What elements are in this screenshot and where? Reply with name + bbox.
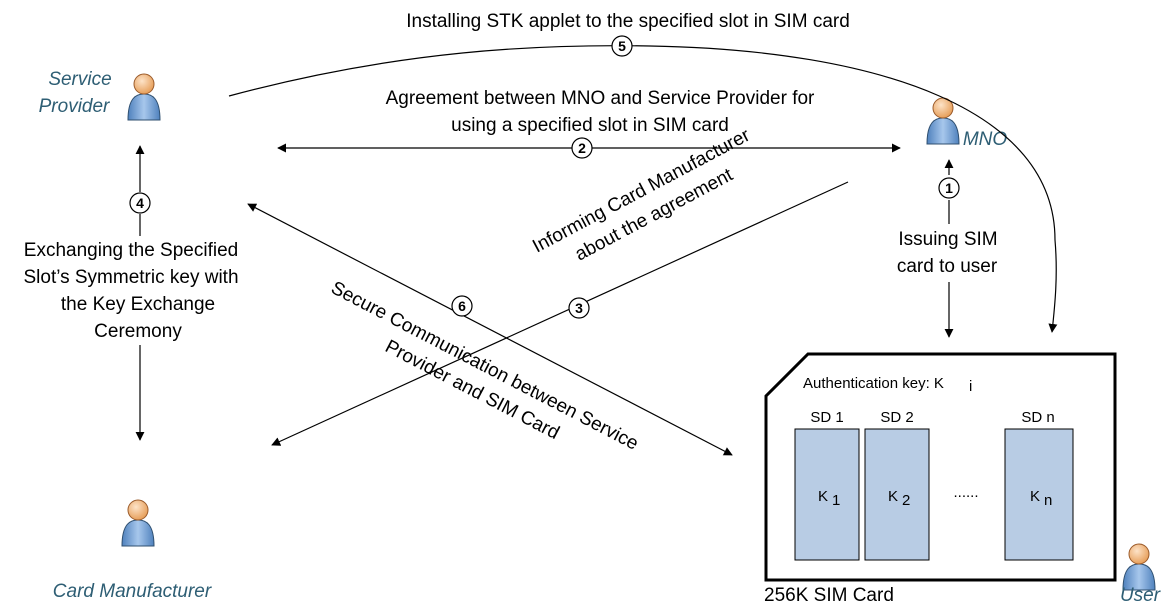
sd2-box	[864, 428, 930, 561]
card-manufacturer-actor: Card Manufacturer	[53, 499, 212, 602]
mno-person-icon	[926, 97, 960, 145]
svg-text:2: 2	[578, 140, 586, 156]
svg-text:1: 1	[945, 180, 953, 196]
sd1-box	[794, 428, 860, 561]
sd1-key: K	[818, 488, 828, 505]
sd-ellipsis: ......	[953, 484, 978, 501]
card-manufacturer-label: Card Manufacturer	[53, 581, 212, 602]
mno-actor: MNO	[926, 97, 1008, 150]
svg-text:3: 3	[575, 300, 583, 316]
step1-label-line2: card to user	[897, 256, 998, 277]
step6-arrow	[247, 203, 733, 456]
svg-text:5: 5	[618, 38, 626, 54]
sd1-title: SD 1	[810, 409, 843, 426]
sdn-key: K	[1030, 488, 1040, 505]
step4-label-line1: Exchanging the Specified	[24, 240, 238, 261]
svg-text:6: 6	[458, 298, 466, 314]
step6-label: Secure Communication between Service Pro…	[327, 278, 641, 455]
step4-label-line4: Ceremony	[94, 321, 182, 342]
step6-badge: 6	[451, 295, 473, 317]
step3-badge: 3	[568, 297, 590, 319]
user-person-icon	[1122, 543, 1156, 591]
step2-badge: 2	[571, 137, 593, 159]
service-provider-label-line2: Provider	[39, 96, 110, 117]
sd1-key-subscript: 1	[832, 492, 840, 509]
sdn-key-subscript: n	[1044, 492, 1052, 509]
sim-card: Authentication key: K i SD 1 K 1 SD 2 K …	[764, 352, 1117, 582]
auth-key-label: Authentication key: K	[803, 375, 944, 392]
user-label: User	[1120, 585, 1161, 606]
mno-label: MNO	[963, 129, 1008, 150]
step4-label-line3: the Key Exchange	[61, 294, 215, 315]
sdn-title: SD n	[1021, 409, 1054, 426]
step5-badge: 5	[611, 35, 633, 57]
step1-label-line1: Issuing SIM	[898, 229, 997, 250]
sdn-box	[1004, 428, 1074, 561]
step4-label-line2: Slot’s Symmetric key with	[23, 267, 238, 288]
user-actor: User	[1120, 543, 1161, 606]
sd2-key: K	[888, 488, 898, 505]
sd2-key-subscript: 2	[902, 492, 910, 509]
svg-text:4: 4	[136, 195, 144, 211]
sim-card-caption: 256K SIM Card	[764, 585, 894, 606]
service-provider-label-line1: Service	[48, 69, 111, 90]
service-provider-person-icon	[127, 73, 161, 121]
step4-badge: 4	[129, 192, 151, 214]
step6-label-line1: Secure Communication between Service	[327, 278, 641, 455]
step2-label-line1: Agreement between MNO and Service Provid…	[386, 88, 815, 109]
step1-badge: 1	[938, 177, 960, 199]
step5-arrow	[228, 45, 1058, 333]
auth-key-subscript: i	[969, 378, 972, 395]
service-provider-actor: Service Provider	[39, 69, 161, 121]
sd2-title: SD 2	[880, 409, 913, 426]
step5-label: Installing STK applet to the specified s…	[406, 11, 850, 32]
step2-label-line2: using a specified slot in SIM card	[451, 115, 729, 136]
card-manufacturer-person-icon	[121, 499, 155, 547]
